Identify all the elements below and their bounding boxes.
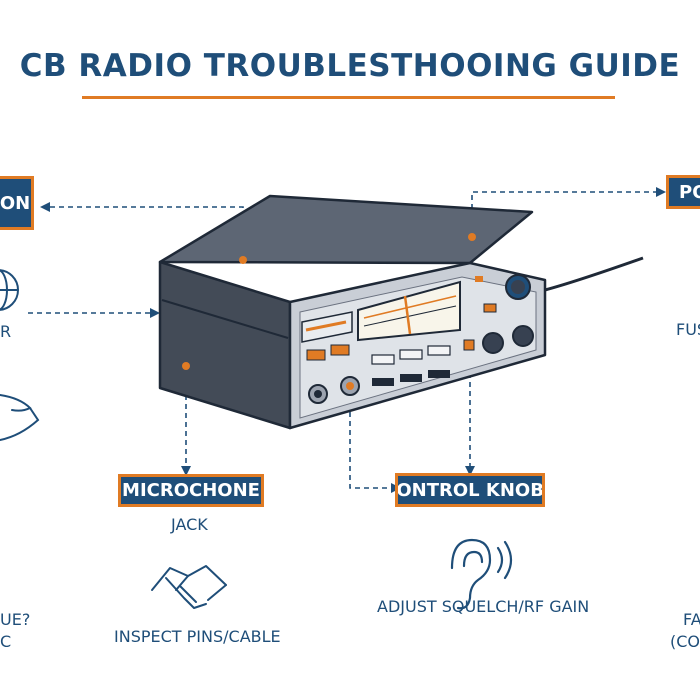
channel-keys	[371, 345, 451, 365]
knob-rf-gain	[512, 325, 534, 347]
label-microphone: MICROCHONE	[118, 474, 264, 507]
side-seam	[161, 299, 289, 339]
label-box-left: ON	[0, 176, 34, 230]
caption-c: C	[0, 632, 12, 651]
antenna-cable	[544, 256, 644, 292]
label-control-knobs-text: CONTROL KNOBS	[396, 479, 544, 501]
label-control-knobs: CONTROL KNOBS	[395, 473, 545, 507]
connector-jack	[349, 385, 395, 489]
caption-ue: UE?	[0, 610, 31, 629]
ear-icon	[450, 538, 513, 610]
caption-adjust: ADJUST SQUELCH/RF GAIN	[377, 597, 590, 616]
cb-radio	[158, 194, 644, 430]
meter-needle	[403, 295, 412, 335]
radio-top	[158, 194, 534, 265]
caption-inspect: INSPECT PINS/CABLE	[114, 627, 281, 646]
handshake-icon	[151, 565, 227, 609]
title-underline	[82, 96, 615, 99]
hand-icon	[0, 394, 40, 441]
button-1	[306, 349, 326, 361]
meter-display	[357, 280, 461, 342]
label-microphone-text: MICROCHONE	[122, 480, 260, 501]
knob-squelch	[482, 332, 504, 354]
page-title: CB RADIO TROUBLESTHOOING GUIDE	[19, 48, 681, 84]
caption-jack: JACK	[171, 515, 208, 534]
label-box-right: PO	[666, 175, 700, 209]
caption-co: (CO	[670, 632, 700, 651]
lower-keys	[372, 370, 450, 386]
connector-arrowheads	[40, 187, 666, 493]
button-2	[330, 344, 350, 356]
globe-icon	[0, 269, 19, 311]
caption-fus: FUS	[676, 320, 700, 339]
caption-fa: FA	[683, 610, 700, 629]
caption-left-r: R	[0, 322, 12, 341]
label-right-text: PO	[679, 181, 700, 203]
label-left-text: ON	[0, 192, 31, 214]
radio-side	[158, 260, 292, 430]
